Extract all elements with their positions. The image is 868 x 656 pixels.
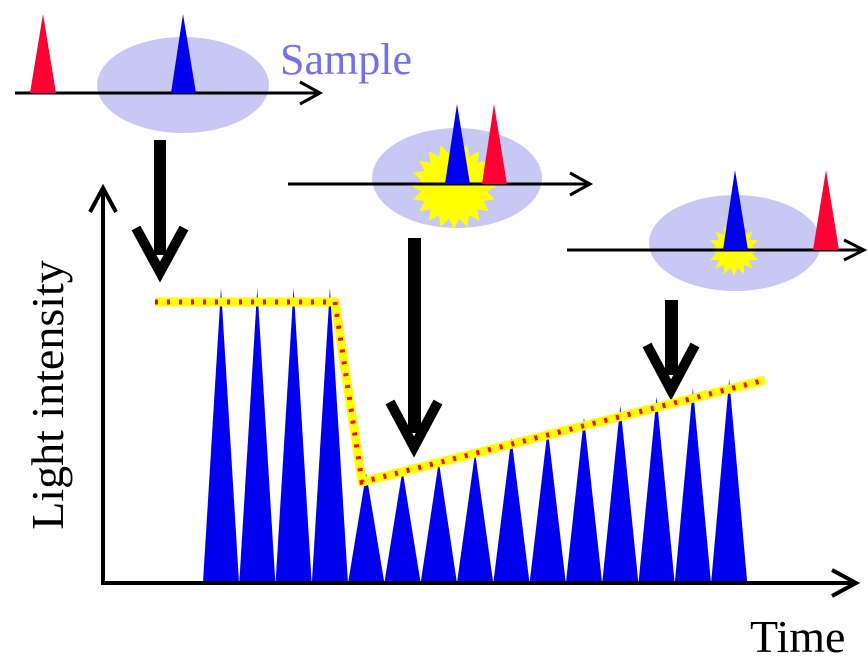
stage-1-before-excitation — [15, 14, 324, 133]
signal-pulse — [384, 470, 421, 582]
signal-pulse — [493, 437, 530, 582]
down-arrow-3 — [642, 300, 700, 401]
down-arrow-2 — [385, 238, 443, 458]
signal-pulse — [529, 429, 566, 582]
light-intensity-axis-label: Light intensity — [22, 260, 73, 530]
plot-axes — [88, 183, 861, 598]
intensity-trend-line — [155, 297, 767, 487]
signal-pulse — [674, 388, 711, 582]
down-arrow-1 — [131, 140, 189, 283]
signal-pulse — [711, 379, 748, 582]
line-arrow-1 — [299, 80, 324, 106]
stage-2-pulses-overlap — [288, 104, 594, 229]
signal-pulses — [203, 288, 748, 582]
line-arrow-2 — [569, 171, 594, 197]
signal-pulse — [566, 417, 602, 582]
stage-arrows — [131, 140, 700, 458]
probe-pulse-3 — [813, 170, 839, 250]
time-axis-label: Time — [750, 611, 846, 656]
signal-pulse — [420, 461, 457, 582]
signal-pulse — [348, 473, 385, 582]
probe-pulse-2 — [482, 104, 507, 184]
pump-pulse-3 — [723, 170, 748, 250]
signal-pulse — [602, 405, 639, 582]
signal-pulse — [311, 288, 348, 582]
x-axis-arrowhead — [831, 568, 861, 598]
probe-pulse-1 — [30, 14, 56, 93]
stage-3-probe-delayed — [567, 170, 868, 291]
y-axis-arrowhead — [88, 183, 118, 213]
excitation-flash-large — [411, 143, 497, 229]
sample-label: Sample — [280, 35, 412, 84]
signal-pulse — [275, 288, 312, 582]
signal-pulse — [203, 288, 239, 582]
signal-pulse — [239, 288, 276, 582]
pump-pulse-1 — [171, 14, 196, 93]
line-arrow-3 — [843, 238, 868, 262]
signal-pulse — [457, 452, 494, 582]
signal-pulse — [638, 396, 675, 582]
pump-pulse-2 — [445, 104, 470, 184]
